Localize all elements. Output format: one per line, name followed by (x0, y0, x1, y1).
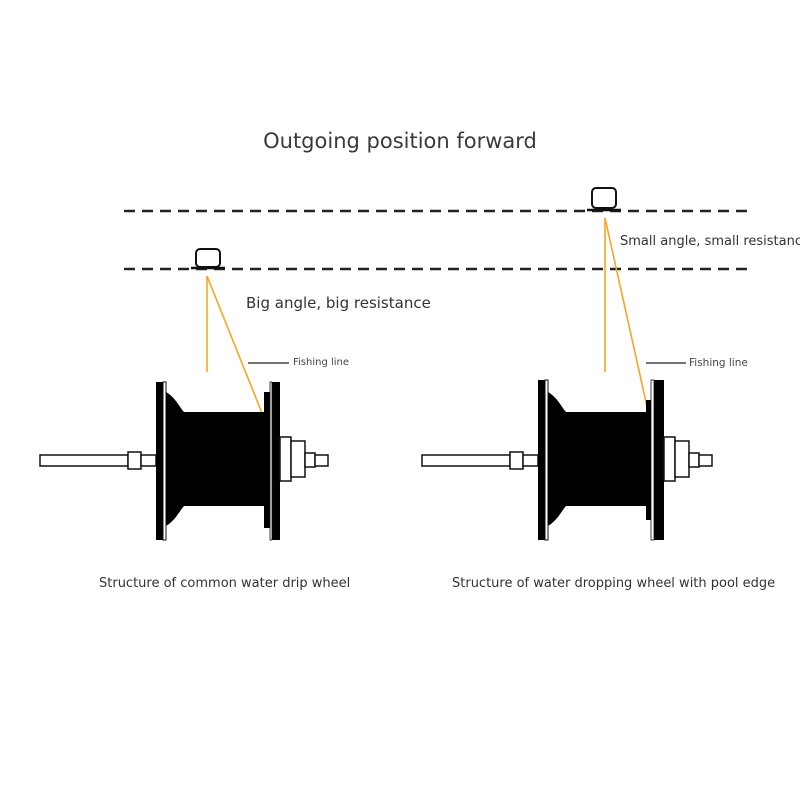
caption-right: Structure of water dropping wheel with p… (452, 576, 776, 591)
fishing-lines-left (206, 275, 269, 429)
fishing-line-label-left: Fishing line (293, 357, 350, 368)
diagram-title: Outgoing position forward (263, 129, 537, 153)
spool-left (39, 381, 329, 541)
line-guide-left-icon (191, 248, 225, 270)
fishing-lines-right (604, 217, 651, 421)
spool-right (421, 379, 713, 541)
annotation-left: Big angle, big resistance (246, 294, 431, 312)
annotation-right: Small angle, small resistance (620, 234, 800, 249)
caption-left: Structure of common water drip wheel (99, 576, 351, 591)
line-guide-right-icon (587, 187, 621, 212)
fishing-line-label-right: Fishing line (689, 357, 748, 369)
